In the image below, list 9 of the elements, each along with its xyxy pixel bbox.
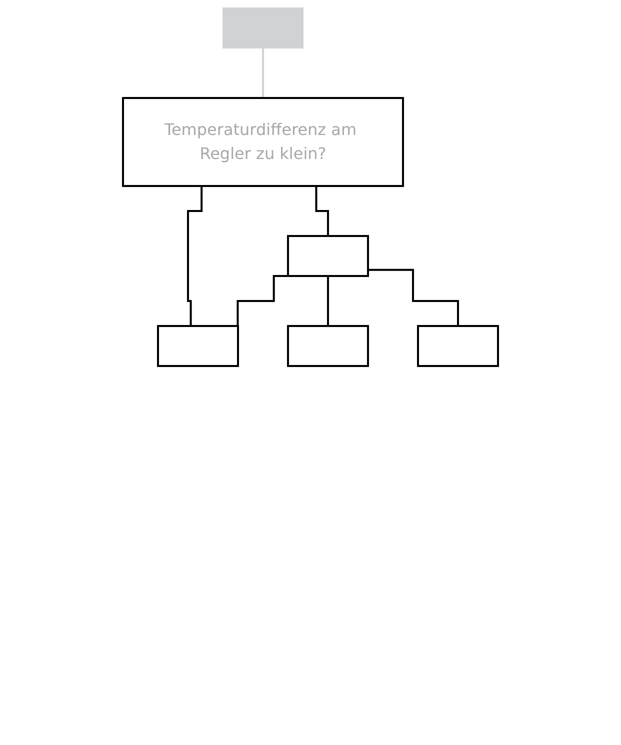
connector: [262, 47, 264, 99]
node-box: [222, 8, 304, 48]
node-box: Temperaturdifferenz am Regler zu klein?: [122, 97, 404, 187]
node-box: [287, 235, 369, 277]
node-box: [157, 325, 239, 367]
node-box: [417, 325, 499, 367]
connector: [327, 275, 329, 327]
connector: [368, 268, 459, 327]
node-box: [287, 325, 369, 367]
